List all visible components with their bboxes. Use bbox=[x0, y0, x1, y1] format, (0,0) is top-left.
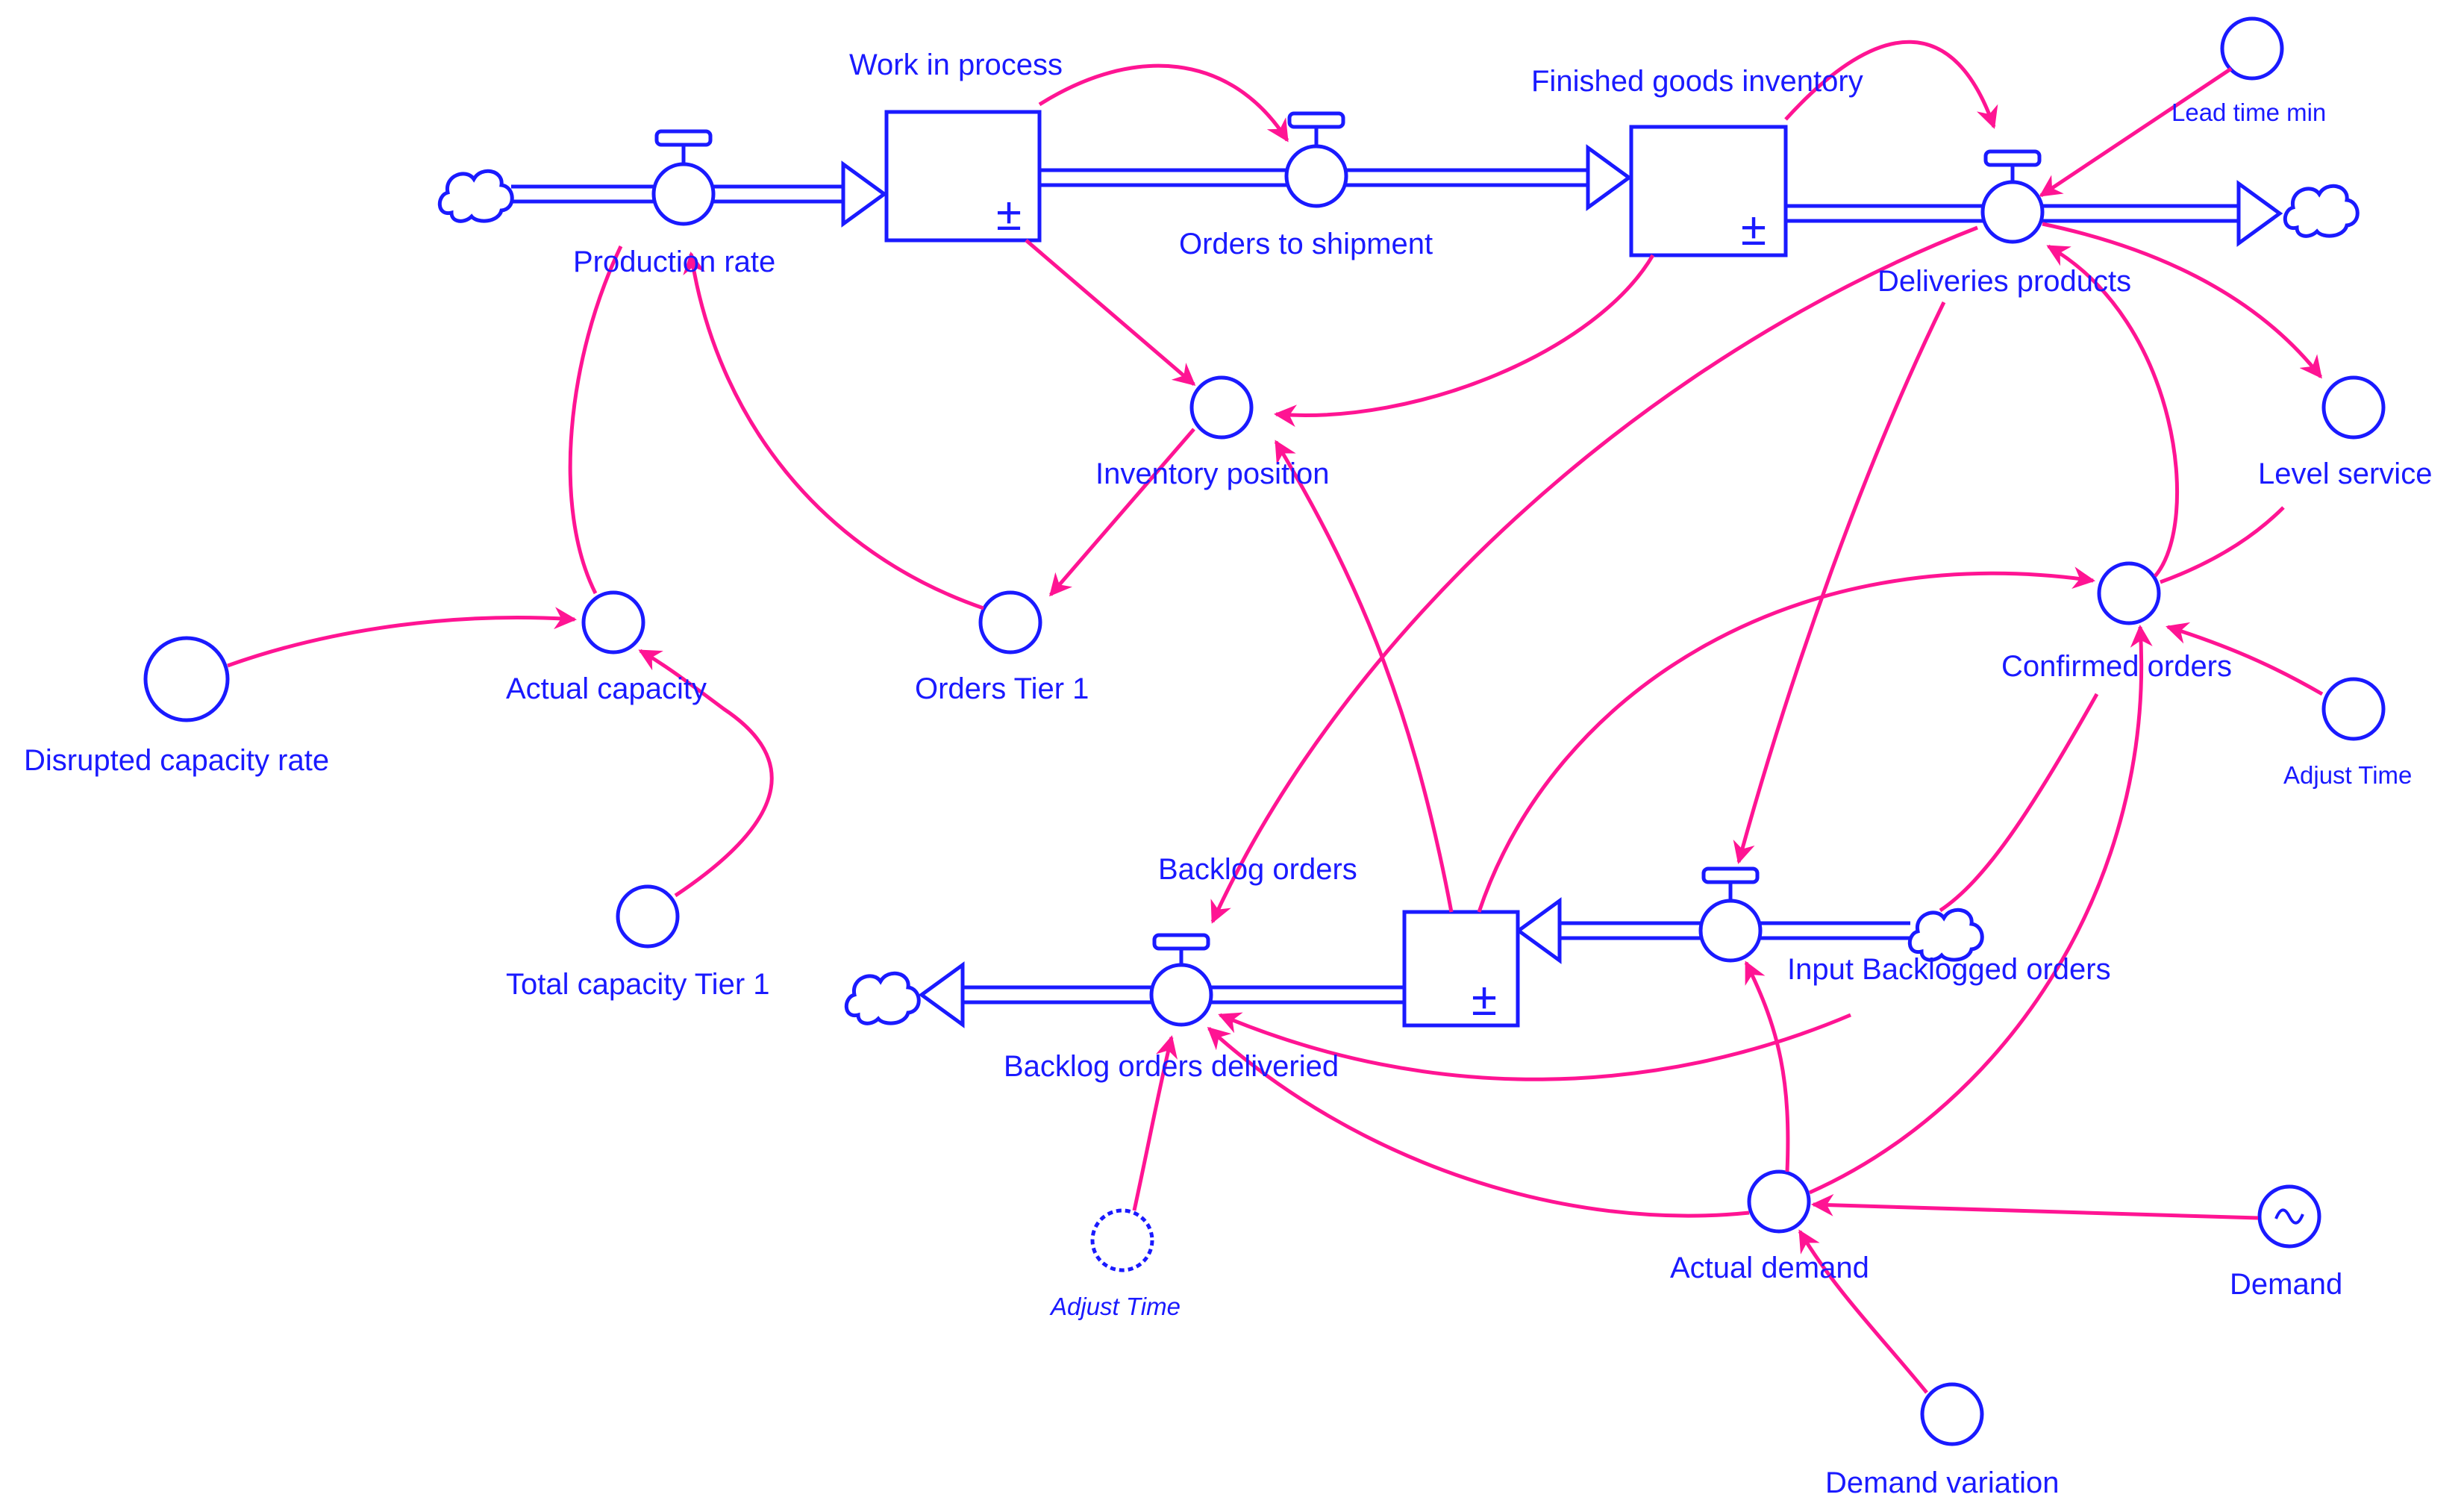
link-deliveries-to-level-service bbox=[2042, 222, 2322, 379]
valve-backlog-orders-deliveried[interactable] bbox=[1149, 933, 1213, 1027]
label-total-capacity-tier1: Total capacity Tier 1 bbox=[506, 968, 770, 1001]
node-demand-variation[interactable] bbox=[1920, 1382, 1984, 1446]
link-variation-to-actual-demand bbox=[1798, 1229, 1928, 1394]
label-input-backlogged-orders: Input Backlogged orders bbox=[1787, 953, 2111, 986]
stock-backlog-orders[interactable]: ± bbox=[1402, 910, 1520, 1028]
link-demand-to-actual-demand bbox=[1811, 1193, 2259, 1220]
plus-minus-symbol: ± bbox=[1741, 204, 1766, 255]
link-level-service-to-confirmed bbox=[2160, 506, 2285, 584]
plus-minus-symbol: ± bbox=[996, 189, 1022, 240]
link-demand-to-input-backlog bbox=[1744, 960, 1790, 1172]
node-level-service[interactable] bbox=[2321, 375, 2386, 440]
node-orders-tier1[interactable] bbox=[978, 590, 1042, 655]
label-adjust-time-ghost: Adjust Time bbox=[1049, 1293, 1181, 1320]
link-demand-to-confirmed bbox=[1808, 625, 2153, 1195]
label-work-in-process: Work in process bbox=[849, 49, 1063, 81]
node-actual-demand[interactable] bbox=[1747, 1169, 1811, 1234]
label-inventory-position: Inventory position bbox=[1095, 457, 1330, 490]
wave-icon bbox=[2274, 1208, 2304, 1225]
valve-deliveries-products[interactable] bbox=[1980, 149, 2045, 244]
link-orders-tier1-to-production bbox=[683, 252, 984, 610]
label-adjust-time: Adjust Time bbox=[2283, 761, 2412, 789]
link-confirmed-to-input-backlog bbox=[1939, 693, 2099, 913]
label-backlog-orders: Backlog orders bbox=[1158, 853, 1357, 886]
label-orders-tier1: Orders Tier 1 bbox=[915, 672, 1089, 705]
link-actual-capacity-to-production bbox=[568, 245, 623, 595]
label-actual-demand: Actual demand bbox=[1670, 1252, 1869, 1284]
label-disrupted-capacity-rate: Disrupted capacity rate bbox=[24, 744, 329, 777]
valve-orders-to-shipment[interactable] bbox=[1284, 111, 1348, 208]
label-confirmed-orders: Confirmed orders bbox=[2001, 650, 2232, 683]
link-confirmed-to-deliveries bbox=[2046, 244, 2179, 578]
link-total-capacity-to-actual-capacity bbox=[638, 649, 774, 898]
node-confirmed-orders[interactable] bbox=[2097, 561, 2161, 625]
node-total-capacity-tier1[interactable] bbox=[616, 884, 680, 949]
link-backlog-to-confirmed bbox=[1477, 566, 2095, 913]
link-backlog-to-inventory-position bbox=[1274, 440, 1454, 913]
node-lead-time-min[interactable] bbox=[2220, 16, 2284, 81]
sink-cloud-backlog-deliveried bbox=[844, 971, 921, 1025]
link-adjust-time-to-confirmed bbox=[2166, 622, 2324, 696]
plus-minus-symbol: ± bbox=[1472, 974, 1497, 1025]
label-demand-variation: Demand variation bbox=[1825, 1466, 2060, 1499]
label-demand: Demand bbox=[2230, 1268, 2342, 1301]
link-fgi-to-inventory-position bbox=[1274, 254, 1655, 428]
label-lead-time-min: Lead time min bbox=[2171, 99, 2326, 126]
link-wip-to-inventory-position bbox=[1025, 239, 1196, 386]
node-adjust-time-ghost[interactable] bbox=[1090, 1208, 1154, 1272]
valve-input-backlogged-orders[interactable] bbox=[1698, 866, 1763, 963]
link-disrupted-to-actual-capacity bbox=[227, 607, 577, 668]
node-demand[interactable] bbox=[2257, 1184, 2321, 1249]
valve-production-rate[interactable] bbox=[651, 129, 716, 226]
node-disrupted-capacity-rate[interactable] bbox=[143, 636, 230, 722]
link-deliveries-to-input-backlog bbox=[1733, 301, 1946, 864]
link-leadtime-to-deliveries bbox=[2039, 66, 2233, 198]
node-inventory-position[interactable] bbox=[1189, 375, 1254, 440]
label-production-rate: Production rate bbox=[573, 246, 775, 278]
label-deliveries-products: Deliveries products bbox=[1877, 265, 2131, 298]
label-level-service: Level service bbox=[2258, 457, 2432, 490]
label-finished-goods-inventory: Finished goods inventory bbox=[1531, 65, 1863, 98]
link-inventory-to-orders-tier1 bbox=[1049, 428, 1195, 597]
label-backlog-orders-deliveried: Backlog orders deliveried bbox=[1004, 1050, 1339, 1083]
label-orders-to-shipment: Orders to shipment bbox=[1179, 228, 1433, 260]
source-cloud-production bbox=[437, 169, 514, 223]
label-actual-capacity: Actual capacity bbox=[506, 672, 707, 705]
stock-finished-goods-inventory[interactable]: ± bbox=[1629, 125, 1788, 257]
sink-cloud-deliveries bbox=[2283, 184, 2360, 238]
link-confirmed-to-backlog-deliveried bbox=[1218, 1012, 1851, 1081]
link-fgi-to-deliveries bbox=[1784, 40, 1998, 129]
links bbox=[227, 40, 2324, 1394]
node-adjust-time[interactable] bbox=[2321, 677, 2386, 741]
link-adjust-time-ghost-to-backlog-deliveried bbox=[1132, 1035, 1178, 1211]
link-deliveries-to-backlog-deliveried bbox=[1210, 225, 1978, 924]
link-demand-to-backlog-deliveried bbox=[1207, 1026, 1750, 1218]
link-wip-to-orders-shipment bbox=[1038, 63, 1289, 143]
source-cloud-input-backlog bbox=[1907, 907, 1984, 962]
stock-work-in-process[interactable]: ± bbox=[884, 110, 1042, 243]
node-actual-capacity[interactable] bbox=[581, 590, 645, 655]
